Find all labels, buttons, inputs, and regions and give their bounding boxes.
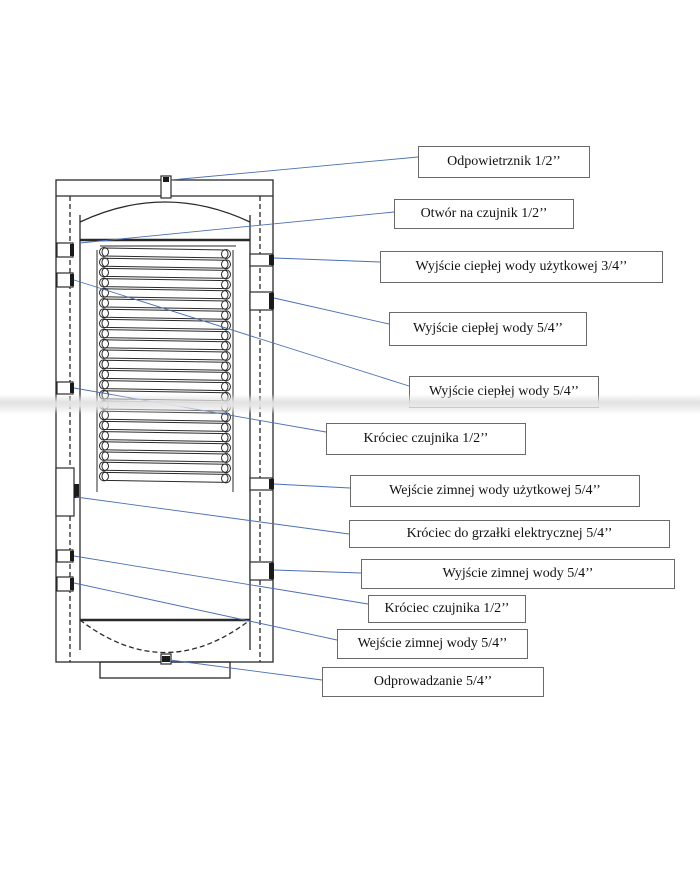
coil-pipe-left [99,267,109,278]
coil-loop [101,451,229,463]
label-krociec-czujnika-2: Króciec czujnika 1/2’’ [368,595,526,623]
coil-loop [101,278,229,290]
label-odpowietrznik: Odpowietrznik 1/2’’ [418,146,590,178]
coil-pipe-left [99,328,109,339]
coil-pipe-left [99,430,109,441]
coil-pipe-left [99,277,109,288]
coil-loop [101,308,229,320]
heat-exchanger-coil [96,245,236,492]
coil-pipe-right [221,330,231,341]
coil-pipe-right [221,453,231,463]
coil-pipe-left [99,379,109,390]
label-otwor-na-czujnik: Otwór na czujnik 1/2’’ [394,199,574,229]
coil-pipe-right [221,249,231,259]
label-wejscie-zimnej-wody: Wejście zimnej wody 5/4’’ [337,629,528,659]
coil-loop [101,420,229,432]
coil-pipe-left [99,471,109,482]
coil-loop [101,471,229,483]
coil-pipe-right [221,432,231,443]
coil-pipe-right [221,351,231,361]
coil-pipe-right [221,279,231,290]
label-wyjscie-cieplej-wody-uzytkowej: Wyjście ciepłej wody użytkowej 3/4’’ [380,251,663,283]
coil-pipe-right [221,422,231,433]
connector-caps [70,177,274,662]
coil-loop [101,431,229,443]
coil-pipe-left [99,247,109,257]
label-wyjscie-cieplej-wody-1: Wyjście ciepłej wody 5/4’’ [389,312,587,346]
coil-pipe-right [221,320,231,331]
coil-loop [101,318,229,330]
tank-outline [55,179,274,679]
coil-loop [101,349,229,361]
label-wejscie-zimnej-wody-uzytkowej: Wejście zimnej wody użytkowej 5/4’’ [350,475,640,507]
leader-lines [73,156,419,681]
coil-pipe-left [99,451,109,461]
coil-loop [101,257,229,269]
coil-pipe-right [221,381,231,392]
coil-pipe-right [221,371,231,382]
coil-pipe-left [99,298,109,308]
coil-pipe-left [99,420,109,431]
coil-loop [101,298,229,310]
label-krociec-czujnika-1: Króciec czujnika 1/2’’ [326,423,526,455]
coil-loop [101,288,229,300]
label-wyjscie-zimnej-wody: Wyjście zimnej wody 5/4’’ [361,559,675,589]
coil-pipe-right [221,300,231,310]
coil-loop [101,247,229,259]
coil-pipe-left [99,318,109,329]
coil-pipe-right [221,310,231,321]
coil-loop [101,267,229,279]
label-odprowadzanie: Odprowadzanie 5/4’’ [322,667,544,697]
coil-pipe-right [221,289,231,300]
coil-pipe-left [99,440,109,451]
coil-pipe-right [221,463,231,474]
label-krociec-do-grzalki: Króciec do grzałki elektrycznej 5/4’’ [349,520,670,548]
coil-loop [101,329,229,341]
scan-band [0,394,700,414]
coil-pipe-left [99,461,109,472]
coil-pipe-right [221,473,231,484]
coil-loop [101,369,229,381]
coil-pipe-left [99,287,109,298]
coil-pipe-left [99,338,109,349]
coil-pipe-right [221,442,231,453]
coil-pipe-left [99,257,109,268]
coil-pipe-right [221,259,231,270]
coil-loop [101,441,229,453]
coil-pipe-right [221,361,231,372]
coil-pipe-left [99,349,109,359]
coil-pipe-left [99,308,109,319]
coil-pipe-right [221,340,231,351]
coil-pipe-left [99,369,109,380]
coil-loop [101,339,229,351]
coil-loop [101,380,229,392]
coil-loop [101,461,229,473]
coil-pipe-right [221,269,231,280]
coil-pipe-left [99,359,109,370]
coil-loop [101,359,229,371]
